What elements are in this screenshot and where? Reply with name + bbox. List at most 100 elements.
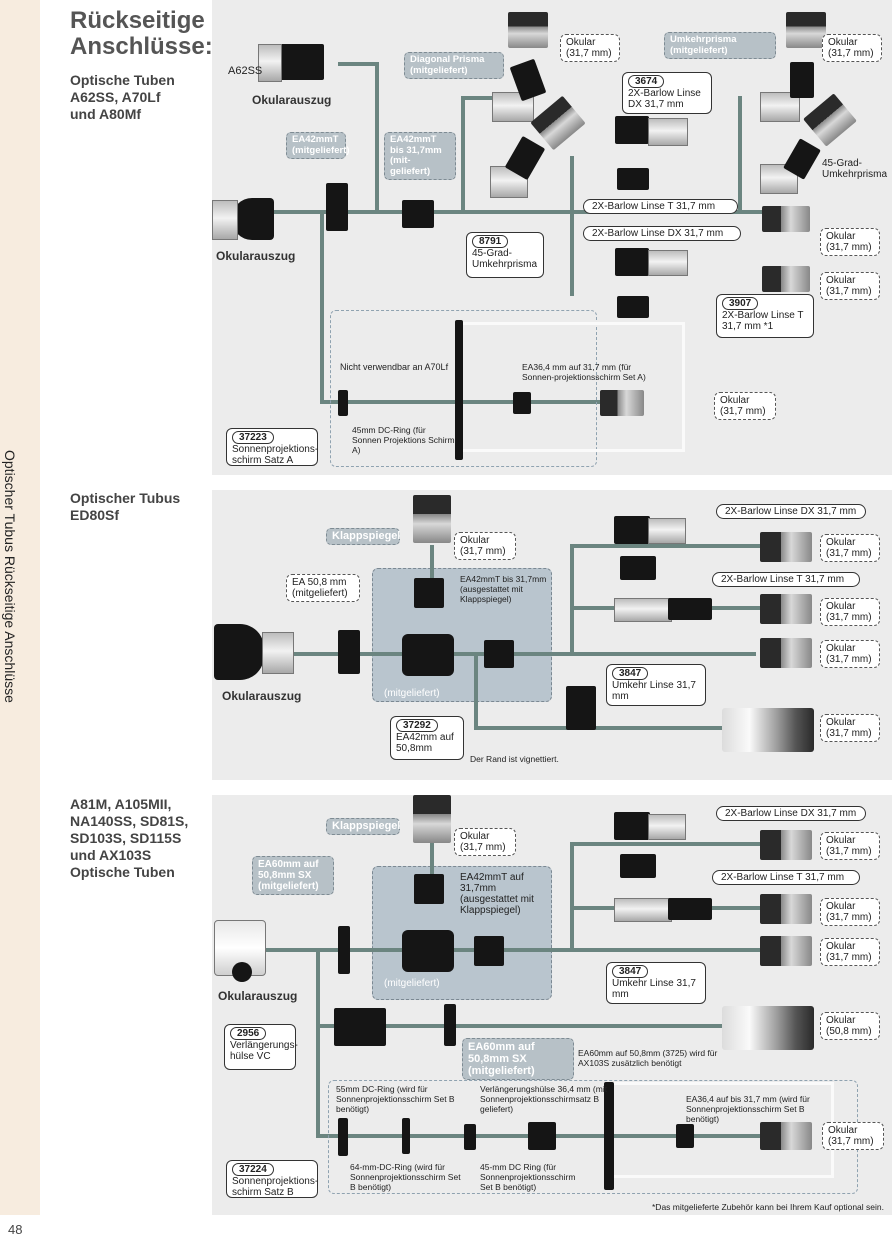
- connector-line: [738, 96, 742, 212]
- dc-ring-45-b[interactable]: [464, 1124, 476, 1150]
- okular-sx-1[interactable]: [760, 830, 812, 860]
- okular-label-6: Okular (31,7 mm): [714, 392, 776, 420]
- ea42-508-ed80[interactable]: [566, 686, 596, 730]
- section1-title-line1: Rückseitige: [70, 7, 205, 34]
- connector-line: [338, 62, 378, 66]
- part-number-2956: 2956: [230, 1027, 267, 1040]
- okular-top-label-ed80: Okular (31,7 mm): [454, 532, 516, 560]
- barlow-t-a[interactable]: [617, 168, 649, 190]
- ea42-bis-label-sx: EA42mmT auf 31,7mm (ausgestattet mit Kla…: [460, 872, 534, 916]
- okular-ed80-big[interactable]: [722, 708, 814, 752]
- okularauszug-a62ss[interactable]: [278, 44, 324, 80]
- barlow-dx-ed80[interactable]: [614, 516, 650, 544]
- ea42-side-ed80[interactable]: [484, 640, 514, 668]
- connector-line: [430, 842, 434, 876]
- connector-line: [461, 96, 465, 212]
- ea508-adapter[interactable]: [338, 630, 360, 674]
- verl-huelse-36[interactable]: [528, 1122, 556, 1150]
- okular-label-ed80-1: Okular (31,7 mm): [820, 534, 880, 562]
- ea60-adapter[interactable]: [338, 926, 350, 974]
- barlow-dx-a[interactable]: [615, 116, 649, 144]
- verlaengerungshuelse-vc[interactable]: [334, 1008, 386, 1046]
- page-number: 48: [8, 1222, 23, 1237]
- label-37223: Sonnenprojektions-schirm Satz A: [232, 444, 319, 466]
- section3-subtitle-4: und AX103S: [70, 847, 152, 863]
- part-number-37292: 37292: [396, 719, 438, 732]
- dc-ring-64[interactable]: [402, 1118, 410, 1154]
- label-37224: Sonnenprojektions-schirm Satz B: [232, 1176, 319, 1198]
- section3-subtitle-1: A81M, A105MII,: [70, 796, 172, 812]
- barlow-dx-sx[interactable]: [614, 812, 650, 840]
- okular-label-3: Okular (31,7 mm): [820, 228, 880, 256]
- barlow-t-b[interactable]: [617, 296, 649, 318]
- solar-zone-a: [330, 310, 597, 467]
- callout-3847-sx: 3847 Umkehr Linse 31,7 mm: [606, 962, 706, 1004]
- part-number-3847-ed80: 3847: [612, 667, 649, 680]
- barlow-dx-pill-sx: 2X-Barlow Linse DX 31,7 mm: [716, 806, 866, 821]
- okularauszug-a62ss-body: [258, 44, 282, 82]
- klappspiegel-label-2: Klappspiegel: [326, 528, 400, 545]
- footnote: *Das mitgelieferte Zubehör kann bei Ihre…: [652, 1202, 884, 1212]
- okularauszug-top-label: Okularauszug: [252, 93, 332, 107]
- part-number-37223: 37223: [232, 431, 274, 444]
- okular-ed80-2[interactable]: [760, 594, 812, 624]
- okular-label-ed80-2: Okular (31,7 mm): [820, 598, 880, 626]
- barlow-t-sx[interactable]: [620, 854, 656, 878]
- ea36-a[interactable]: [513, 392, 531, 414]
- okular-right-1[interactable]: [762, 206, 810, 232]
- solar-screen-a[interactable]: [455, 320, 463, 460]
- okular-top-1[interactable]: [508, 12, 548, 48]
- okular-top-sx[interactable]: [413, 795, 451, 843]
- klappspiegel-sx[interactable]: [402, 930, 454, 972]
- callout-37224: 37224 Sonnenprojektions-schirm Satz B: [226, 1160, 318, 1198]
- umkehr-sx[interactable]: [614, 898, 672, 922]
- connector-line: [570, 842, 760, 846]
- umkehrprisma[interactable]: [760, 92, 800, 122]
- klappspiegel-zone-2: [372, 568, 552, 702]
- okular-ed80-3[interactable]: [760, 638, 812, 668]
- okularauszug-sx-knob: [232, 962, 252, 982]
- barlow-t-ed80[interactable]: [620, 556, 656, 580]
- section1-subtitle-3: und A80Mf: [70, 106, 142, 122]
- ea60-grey-label: EA60mm auf 50,8mm SX (mitgeliefert): [462, 1038, 574, 1080]
- ea42mmt-adapter[interactable]: [326, 183, 348, 231]
- ea42-bis-ed80[interactable]: [414, 578, 444, 608]
- dc-ring-45-a[interactable]: [338, 390, 348, 416]
- okularauszug-ed80[interactable]: [214, 624, 264, 680]
- ea42-side-sx[interactable]: [474, 936, 504, 966]
- connector-line: [474, 654, 478, 730]
- okular-label-4: Okular (31,7 mm): [820, 272, 880, 300]
- okularauszug-main[interactable]: [232, 198, 274, 240]
- dc-ring-55[interactable]: [338, 1118, 348, 1156]
- okular-508[interactable]: [722, 1006, 814, 1050]
- ea60-508-sx[interactable]: [444, 1004, 456, 1046]
- solar-screen-b[interactable]: [604, 1082, 614, 1190]
- okular-ed80-1[interactable]: [760, 532, 812, 562]
- okular-top-ed80[interactable]: [413, 495, 451, 543]
- okular-right-2[interactable]: [762, 266, 810, 292]
- okular-solar-b[interactable]: [760, 1122, 812, 1150]
- grad45-label: 45-Grad-Umkehrprisma: [822, 158, 888, 180]
- okular-sx-3[interactable]: [760, 936, 812, 966]
- ea42mmt-bis-adapter[interactable]: [402, 200, 434, 228]
- okular-label-1: Okular (31,7 mm): [560, 34, 620, 62]
- connector-line: [270, 210, 810, 214]
- dc45-b-label: 45-mm DC Ring (für Sonnenprojektionsschi…: [480, 1162, 576, 1192]
- klappspiegel-ed80[interactable]: [402, 634, 454, 676]
- ea42-bis-sx[interactable]: [414, 874, 444, 904]
- ea42mmt-label: EA42mmT (mitgeliefert): [286, 132, 350, 159]
- umkehr-ed80[interactable]: [614, 598, 672, 622]
- diagonal-prisma-label: Diagonal Prisma (mitgeliefert): [404, 52, 504, 79]
- barlow-dx-b[interactable]: [615, 248, 649, 276]
- umkehrprisma-label: Umkehrprisma (mitgeliefert): [664, 32, 776, 59]
- sidebar-title: Optischer Tubus Rückseitige Anschlüsse: [2, 450, 18, 703]
- label-8791: 45-Grad-Umkehrprisma: [472, 248, 538, 270]
- okular-sx-2[interactable]: [760, 894, 812, 924]
- okular-label-2: Okular (31,7 mm): [822, 34, 882, 62]
- solar-frame-a: [463, 322, 685, 452]
- section1-subtitle-2: A62SS, A70Lf: [70, 89, 161, 105]
- ea36-b[interactable]: [676, 1124, 694, 1148]
- okular-top-2[interactable]: [786, 12, 826, 48]
- barlow-t-pill: 2X-Barlow Linse T 31,7 mm: [583, 199, 738, 214]
- okular-solar-a[interactable]: [600, 390, 644, 416]
